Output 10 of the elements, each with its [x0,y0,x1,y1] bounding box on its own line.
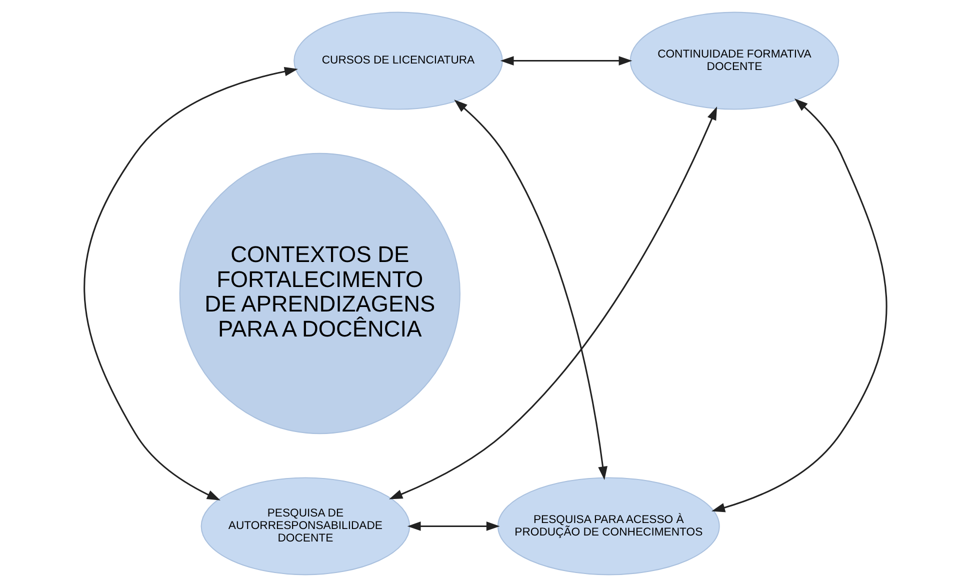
node-ellipse: PESQUISA PARA ACESSO À PRODUÇÃO DE CONHECIMENTOS [496,477,720,576]
arrow [388,106,717,500]
node-circle: CONTEXTOS DE FORTALECIMENTO DE APRENDIZAGENS PARA A DOCÊNCIA [178,152,460,434]
arrow [83,66,298,500]
arrow [500,56,632,66]
arrow [454,100,607,480]
arrow [406,522,500,531]
node-ellipse: CURSOS DE LICENCIATURA [293,12,502,110]
node-ellipse: PESQUISA DE AUTORRESPONSABILIDADE DOCENTE [200,477,410,576]
arrow [711,98,887,512]
